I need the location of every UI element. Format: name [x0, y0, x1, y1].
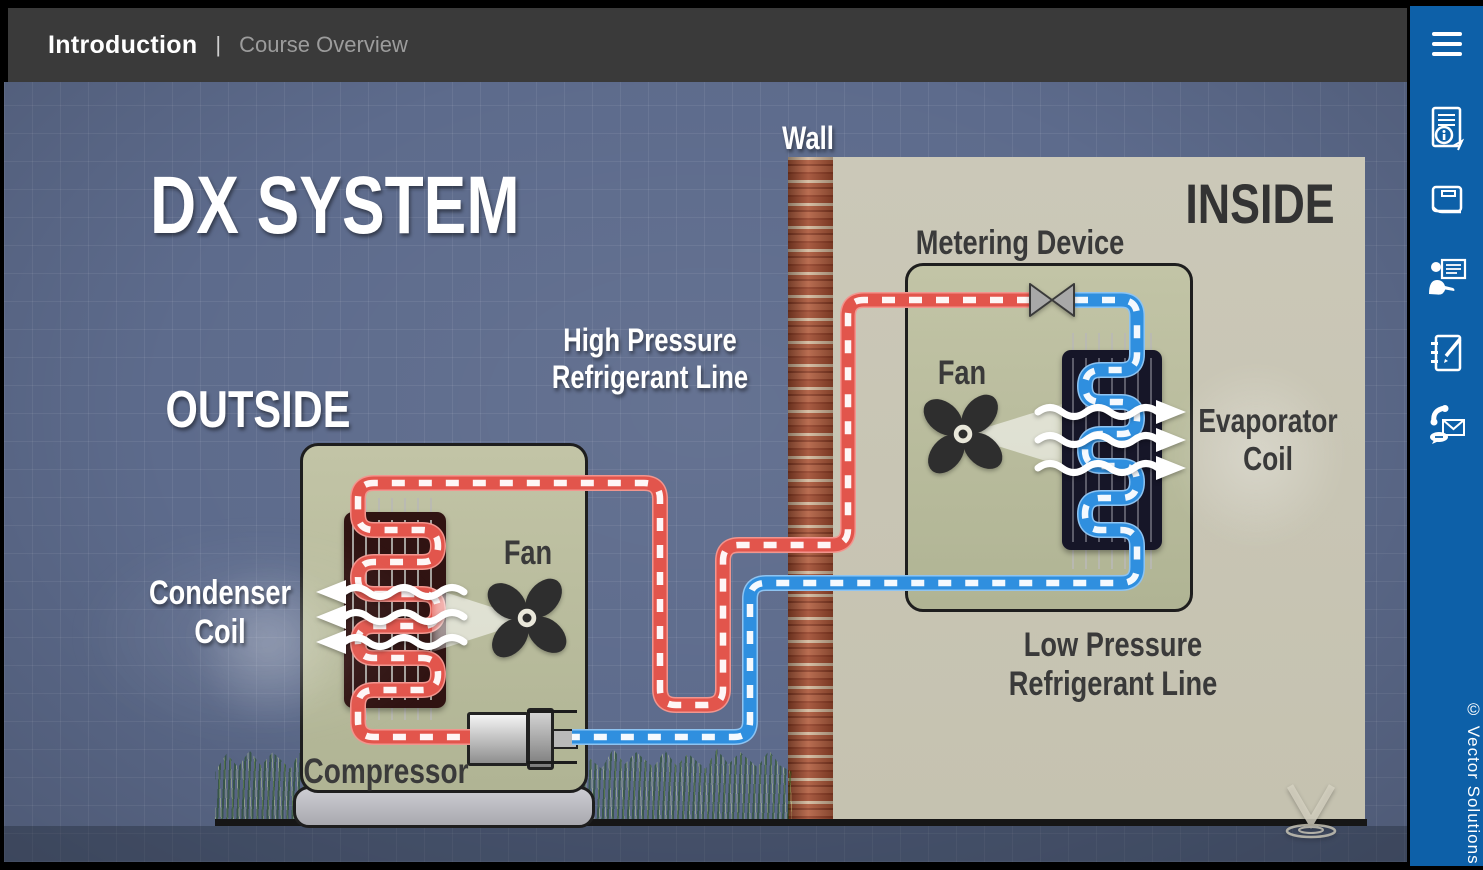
lesson-title: Introduction [48, 30, 198, 59]
outside-zone-label: OUTSIDE [165, 381, 351, 439]
notes-notepad-icon [1430, 334, 1461, 372]
contact-communication-icon [1429, 405, 1465, 444]
contact-button[interactable] [1410, 404, 1483, 444]
ground-line [215, 819, 1367, 826]
high-pressure-line-2: Refrigerant Line [551, 359, 749, 396]
top-bar: Introduction | Course Overview [8, 8, 1407, 82]
compressor-body [467, 712, 529, 766]
low-pressure-line-1: Low Pressure [1023, 626, 1203, 664]
sidebar: © Vector Solutions [1410, 6, 1483, 866]
wall-label: Wall [782, 120, 834, 156]
condenser-coil-label: Condenser Coil [149, 574, 291, 653]
course-info-document-icon [1431, 106, 1464, 151]
breadcrumb-separator: | [215, 32, 222, 57]
low-pressure-line-2: Refrigerant Line [1008, 665, 1218, 704]
evaporator-coil-line-2: Coil [1243, 440, 1293, 478]
course-info-button[interactable] [1410, 106, 1483, 152]
compressor-label: Compressor [303, 752, 469, 791]
compressor-shaft [552, 729, 578, 749]
evaporator-coil-label: Evaporator Coil [1198, 402, 1337, 479]
metering-device-label: Metering Device [915, 224, 1125, 262]
evaporator-mist-cloud [1166, 360, 1346, 550]
instructor-button[interactable] [1410, 258, 1483, 296]
copyright-text: © Vector Solutions [1464, 699, 1483, 865]
glossary-book-icon [1431, 185, 1462, 214]
glossary-button[interactable] [1410, 184, 1483, 218]
low-pressure-line-label: Low Pressure Refrigerant Line [1009, 626, 1218, 705]
brick-wall [788, 157, 833, 824]
diagram-title: DX SYSTEM [150, 160, 520, 251]
condenser-coil-line-1: Condenser [148, 574, 292, 612]
inside-zone-label: INSIDE [1185, 172, 1335, 235]
compressor-bracket-top [527, 710, 577, 713]
below-ground-shading [4, 826, 1407, 862]
high-pressure-line-1: High Pressure [563, 322, 737, 358]
menu-button[interactable] [1410, 30, 1483, 58]
evaporator-fins-front [1072, 358, 1152, 542]
notes-button[interactable] [1410, 332, 1483, 374]
compressor-bracket-bottom [527, 761, 577, 764]
outdoor-fan-label: Fan [503, 534, 553, 572]
evaporator-coil-line-1: Evaporator [1198, 402, 1338, 439]
high-pressure-line-label: High Pressure Refrigerant Line [552, 322, 748, 396]
hamburger-menu-icon [1431, 32, 1462, 56]
topic-title: Course Overview [239, 32, 408, 57]
indoor-fan-label: Fan [937, 354, 987, 392]
instructor-presentation-icon [1428, 258, 1466, 295]
condenser-coil-line-2: Coil [194, 613, 246, 652]
